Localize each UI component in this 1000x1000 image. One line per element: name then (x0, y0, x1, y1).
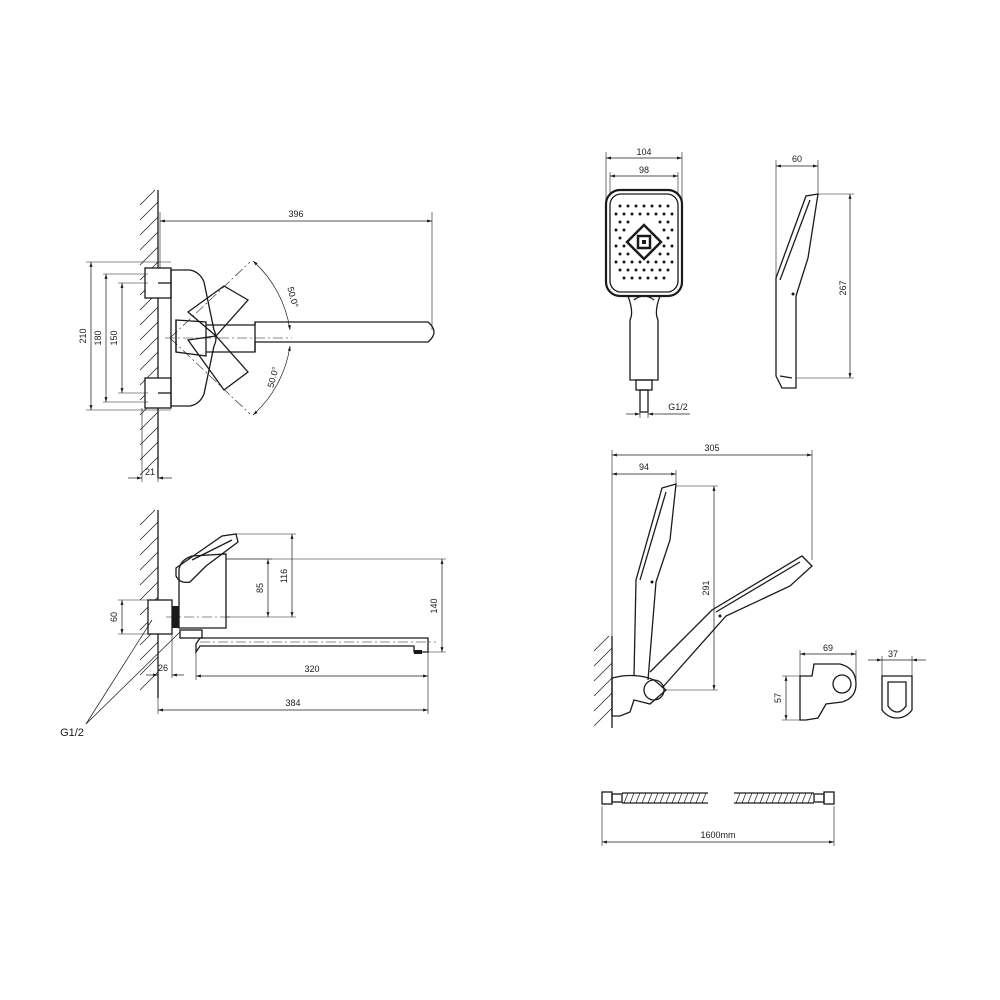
dim-384: 384 (285, 698, 300, 708)
thread-label-side: G1/2 (60, 727, 84, 739)
dim-140: 140 (429, 598, 439, 613)
dim-267: 267 (838, 280, 848, 295)
hose-nut-left (601, 791, 613, 805)
dim-94: 94 (639, 462, 649, 472)
hand-shower-side: 60 267 (775, 154, 854, 389)
shower-profile (775, 193, 819, 389)
dim-37: 37 (888, 649, 898, 659)
side-body (178, 553, 227, 629)
dim-210: 210 (78, 328, 88, 343)
shower-handle (627, 295, 661, 381)
dim-60-shower: 60 (792, 154, 802, 164)
wall-hatch-top (139, 189, 159, 478)
top-lever-upper (186, 285, 250, 337)
dim-21: 21 (145, 467, 155, 477)
dim-180: 180 (93, 330, 103, 345)
holder-front-profile (881, 675, 913, 719)
hose-left-segment (622, 792, 708, 804)
angle-lower-label: 50.0° (266, 365, 281, 388)
top-spout (206, 321, 435, 353)
hand-shower-front: 104 98 G1/2 (604, 147, 690, 418)
holder-detail-side: 69 57 (773, 643, 857, 721)
shower-nozzles (614, 204, 674, 280)
hose: 1600mm (601, 791, 835, 846)
dim-116: 116 (279, 569, 289, 583)
holder-detail-front: 37 (868, 649, 926, 719)
hose-nut-right (823, 791, 835, 805)
dim-305: 305 (704, 443, 719, 453)
top-body (170, 269, 217, 407)
dim-291: 291 (701, 580, 711, 595)
dim-26: 26 (158, 663, 168, 673)
holder-assembly: 305 94 291 (593, 443, 813, 728)
wall-hatch-holder (593, 635, 613, 728)
dim-69: 69 (823, 643, 833, 653)
dim-150: 150 (109, 330, 119, 345)
dim-85: 85 (255, 583, 265, 593)
dim-1600mm: 1600mm (700, 830, 735, 840)
spray-selector-icon (625, 223, 663, 261)
side-spout (195, 637, 429, 655)
holder-side-profile (799, 663, 857, 721)
holder-shower-tilted (649, 555, 813, 689)
top-lever-lower (186, 335, 249, 391)
dim-98: 98 (639, 165, 649, 175)
hose-right-segment (734, 792, 814, 804)
dim-320: 320 (304, 664, 319, 674)
dim-60: 60 (109, 612, 119, 622)
dim-57: 57 (773, 693, 783, 703)
angle-upper-label: 50.0° (285, 286, 300, 309)
dim-396: 396 (288, 209, 303, 219)
thread-label-shower: G1/2 (668, 402, 688, 412)
dim-104: 104 (636, 147, 651, 157)
top-view: 50.0° 50.0° 396 210 180 150 21 (78, 189, 435, 482)
holder-bracket (611, 674, 668, 717)
side-view: 116 85 140 60 26 320 384 G1/2 (60, 509, 446, 739)
holder-shower-vertical (633, 483, 677, 681)
side-lever (175, 533, 239, 584)
